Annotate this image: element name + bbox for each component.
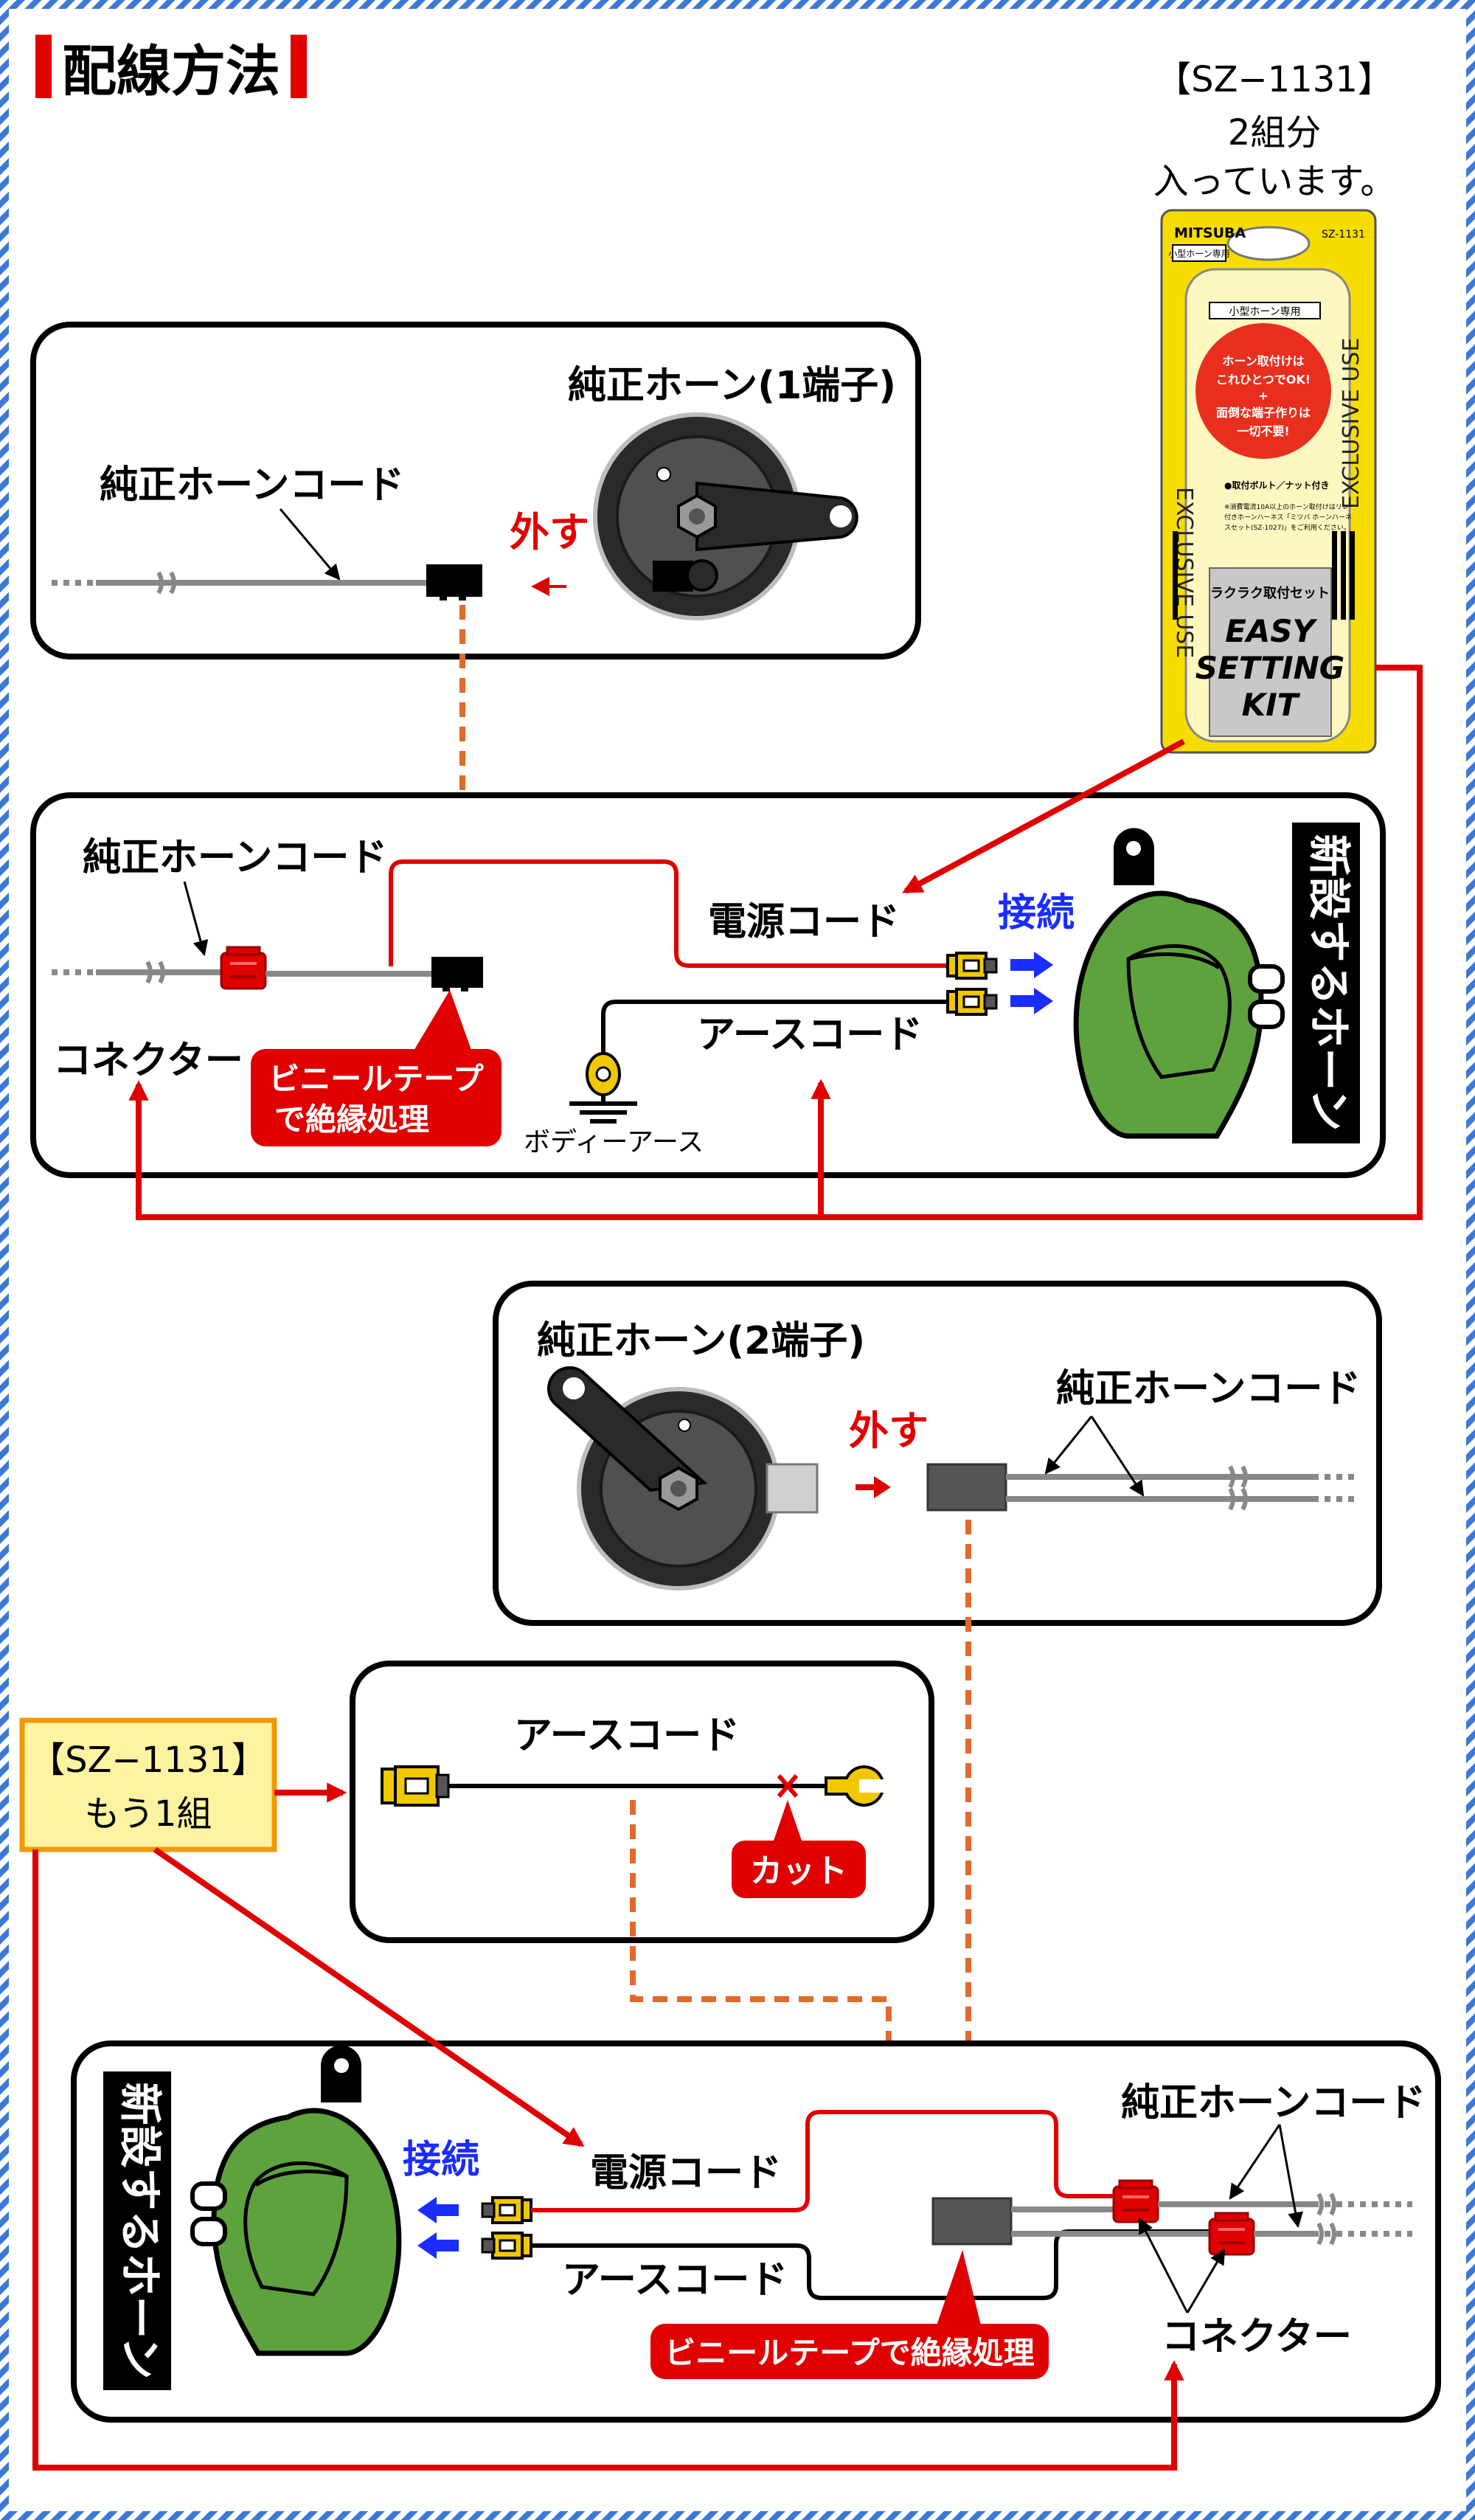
- panel4-cut-label: カット: [750, 1852, 847, 1890]
- set-badge-model: 【SZ−1131】: [30, 1740, 267, 1781]
- set-badge-more: もう1組: [84, 1793, 212, 1835]
- panel4-yellow-connector: [381, 1765, 450, 1807]
- svg-text:SETTING: SETTING: [1195, 650, 1344, 686]
- title-text: 配線方法: [62, 39, 280, 103]
- panel2-new-horn-label-bg: [1292, 823, 1360, 1143]
- panel2-earth-wire: [601, 1000, 948, 1099]
- badge-arrow-to-power: [153, 1846, 585, 2147]
- panel2-body-earth-label: ボディーアース: [524, 1127, 704, 1157]
- kit-model: SZ-1131: [1322, 229, 1365, 240]
- panel5-power-wire: [531, 2110, 1114, 2212]
- svg-text:スセット(SZ-1027)」をご利用ください。: スセット(SZ-1027)」をご利用ください。: [1224, 523, 1350, 532]
- panel5-red-connector-2: [1208, 2212, 1255, 2256]
- stock-horn-2-icon: [547, 1366, 819, 1590]
- svg-text:※消費電流10A以上のホーン取付けはリレー: ※消費電流10A以上のホーン取付けはリレー: [1224, 502, 1356, 511]
- panel2-blue-arrow-1: [1010, 952, 1053, 978]
- panel5-tape-badge: [650, 2324, 1049, 2379]
- kit-label2: 小型ホーン専用: [1229, 306, 1300, 318]
- panel2-new-horn-label: 新設するホーン: [1304, 834, 1354, 1131]
- kit-stripes: [1173, 531, 1355, 620]
- panel5-connect-label: 接続: [403, 2138, 479, 2182]
- kit-small-label: 小型ホーン専用: [1168, 249, 1229, 259]
- panel4-lug-icon: [825, 1765, 896, 1807]
- panel5-power-label: 電源コード: [590, 2151, 782, 2195]
- kit-arrow-to-connector: [128, 665, 1423, 1220]
- page-title: 配線方法: [35, 30, 307, 103]
- panel-2: 純正ホーンコード 電源コード アースコード ボディーアース 接続 新設するホーン: [30, 792, 1386, 1178]
- panel2-cord-label: 純正ホーンコード: [83, 836, 387, 880]
- panel5-tape-label: ビニールテープで絶縁処理: [664, 2335, 1034, 2371]
- kit-bolt-note: ●取付ボルト／ナット付き: [1224, 480, 1329, 491]
- svg-text:一切不要!: 一切不要!: [1237, 424, 1289, 438]
- panel5-red-connector-1: [1112, 2179, 1159, 2223]
- panel2-power-label: 電源コード: [708, 900, 900, 944]
- panel2-tape-badge: [251, 1049, 502, 1146]
- kit-caption-contents: 入っています。: [1153, 161, 1396, 202]
- kit-fine-print: ※消費電流10A以上のホーン取付けはリレー 付きホーンハーネス「ミツバ ホーンハ…: [1224, 502, 1356, 532]
- panel5-connector-label: コネクター: [1162, 2315, 1352, 2359]
- svg-text:+: +: [1258, 389, 1268, 403]
- panel1-remove-label: 外す: [510, 509, 589, 555]
- panel5-terminal: [931, 2197, 1013, 2246]
- kit-brand: MITSUBA: [1174, 225, 1246, 241]
- svg-text:面倒な端子作りは: 面倒な端子作りは: [1216, 406, 1311, 420]
- title-bar-left: [35, 35, 52, 98]
- panel-5: 新設するホーン 接続 電源コード アースコード 純正ホーンコード コネクター ビ…: [71, 2040, 1441, 2423]
- panel5-earth-label: アースコード: [562, 2258, 788, 2302]
- panel1-horn-title: 純正ホーン(1端子): [568, 364, 896, 408]
- panel1-cord-label: 純正ホーンコード: [100, 463, 404, 508]
- panel3-remove-label: 外す: [849, 1408, 929, 1454]
- panel1-arrow-icon: [531, 577, 566, 596]
- panel2-power-wire: [389, 859, 948, 968]
- dashed-arrow-3: [630, 1800, 900, 2247]
- panel2-connector-label: コネクター: [53, 1039, 243, 1083]
- kit-package: MITSUBA SZ-1131 小型ホーン専用 小型ホーン専用 ホーン取付けは …: [1160, 209, 1377, 754]
- cut-mark-icon: [777, 1774, 799, 1798]
- panel4-earth-label: アースコード: [514, 1714, 740, 1758]
- panel5-earth-wire: [531, 2229, 1210, 2300]
- kit-logo: EASY SETTING KIT: [1195, 613, 1344, 723]
- kit-bubble: ホーン取付けは これひとつでOK! + 面倒な端子作りは 一切不要!: [1216, 354, 1311, 438]
- kit-caption: 【SZ−1131】 2組分 入っています。: [1153, 59, 1396, 202]
- panel3-arrow-icon: [856, 1476, 891, 1498]
- panel2-tape-line-1: ビニールテープ: [268, 1061, 483, 1097]
- kit-arrow-to-power: [902, 738, 1185, 894]
- badge-arrow-to-connector: [32, 1849, 1184, 2471]
- kit-side-text-right: EXCLUSIVE USE: [1339, 338, 1364, 509]
- set-badge: 【SZ−1131】 もう1組: [19, 1717, 277, 1852]
- svg-text:付きホーンハーネス「ミツバ ホーンハーネ: 付きホーンハーネス「ミツバ ホーンハーネ: [1224, 513, 1352, 522]
- kit-name: ラクラク取付セット: [1210, 585, 1330, 601]
- panel2-red-connector: [220, 946, 267, 990]
- panel4-cut-badge: [732, 1841, 866, 1898]
- panel-3: 純正ホーン(2端子) 外す 純正ホーンコード: [493, 1281, 1382, 1626]
- kit-caption-model: 【SZ−1131】: [1156, 59, 1393, 100]
- body-earth-icon: [569, 1052, 637, 1124]
- panel5-blue-arrow-1: [417, 2197, 459, 2223]
- svg-text:これひとつでOK!: これひとつでOK!: [1216, 373, 1311, 387]
- panel3-cord-label: 純正ホーンコード: [1056, 1367, 1361, 1411]
- panel1-terminal: [426, 564, 482, 597]
- panel-1: 純正ホーン(1端子) 純正ホーンコード 外す: [30, 322, 921, 660]
- panel5-cord-label: 純正ホーンコード: [1121, 2081, 1426, 2125]
- panel2-tape-line-2: で絶縁処理: [274, 1101, 429, 1138]
- svg-text:ホーン取付けは: ホーン取付けは: [1222, 354, 1304, 368]
- panel3-terminal: [926, 1463, 1007, 1512]
- panel2-terminal: [431, 957, 483, 988]
- stock-horn-1-icon: [593, 412, 858, 620]
- panel2-connect-label: 接続: [998, 891, 1075, 935]
- panel3-horn-title: 純正ホーン(2端子): [537, 1319, 865, 1363]
- panel5-blue-arrow-2: [417, 2232, 459, 2259]
- panel-4: アースコード カット: [350, 1661, 934, 1943]
- panel5-new-horn-label-bg: [103, 2071, 171, 2390]
- panel2-blue-arrow-2: [1010, 988, 1053, 1014]
- panel5-new-horn-label: 新設するホーン: [115, 2082, 165, 2379]
- svg-text:EASY: EASY: [1225, 613, 1317, 649]
- kit-caption-qty: 2組分: [1228, 112, 1322, 153]
- title-bar-right: [291, 35, 307, 98]
- panel2-earth-label: アースコード: [697, 1013, 923, 1057]
- svg-text:KIT: KIT: [1242, 687, 1301, 723]
